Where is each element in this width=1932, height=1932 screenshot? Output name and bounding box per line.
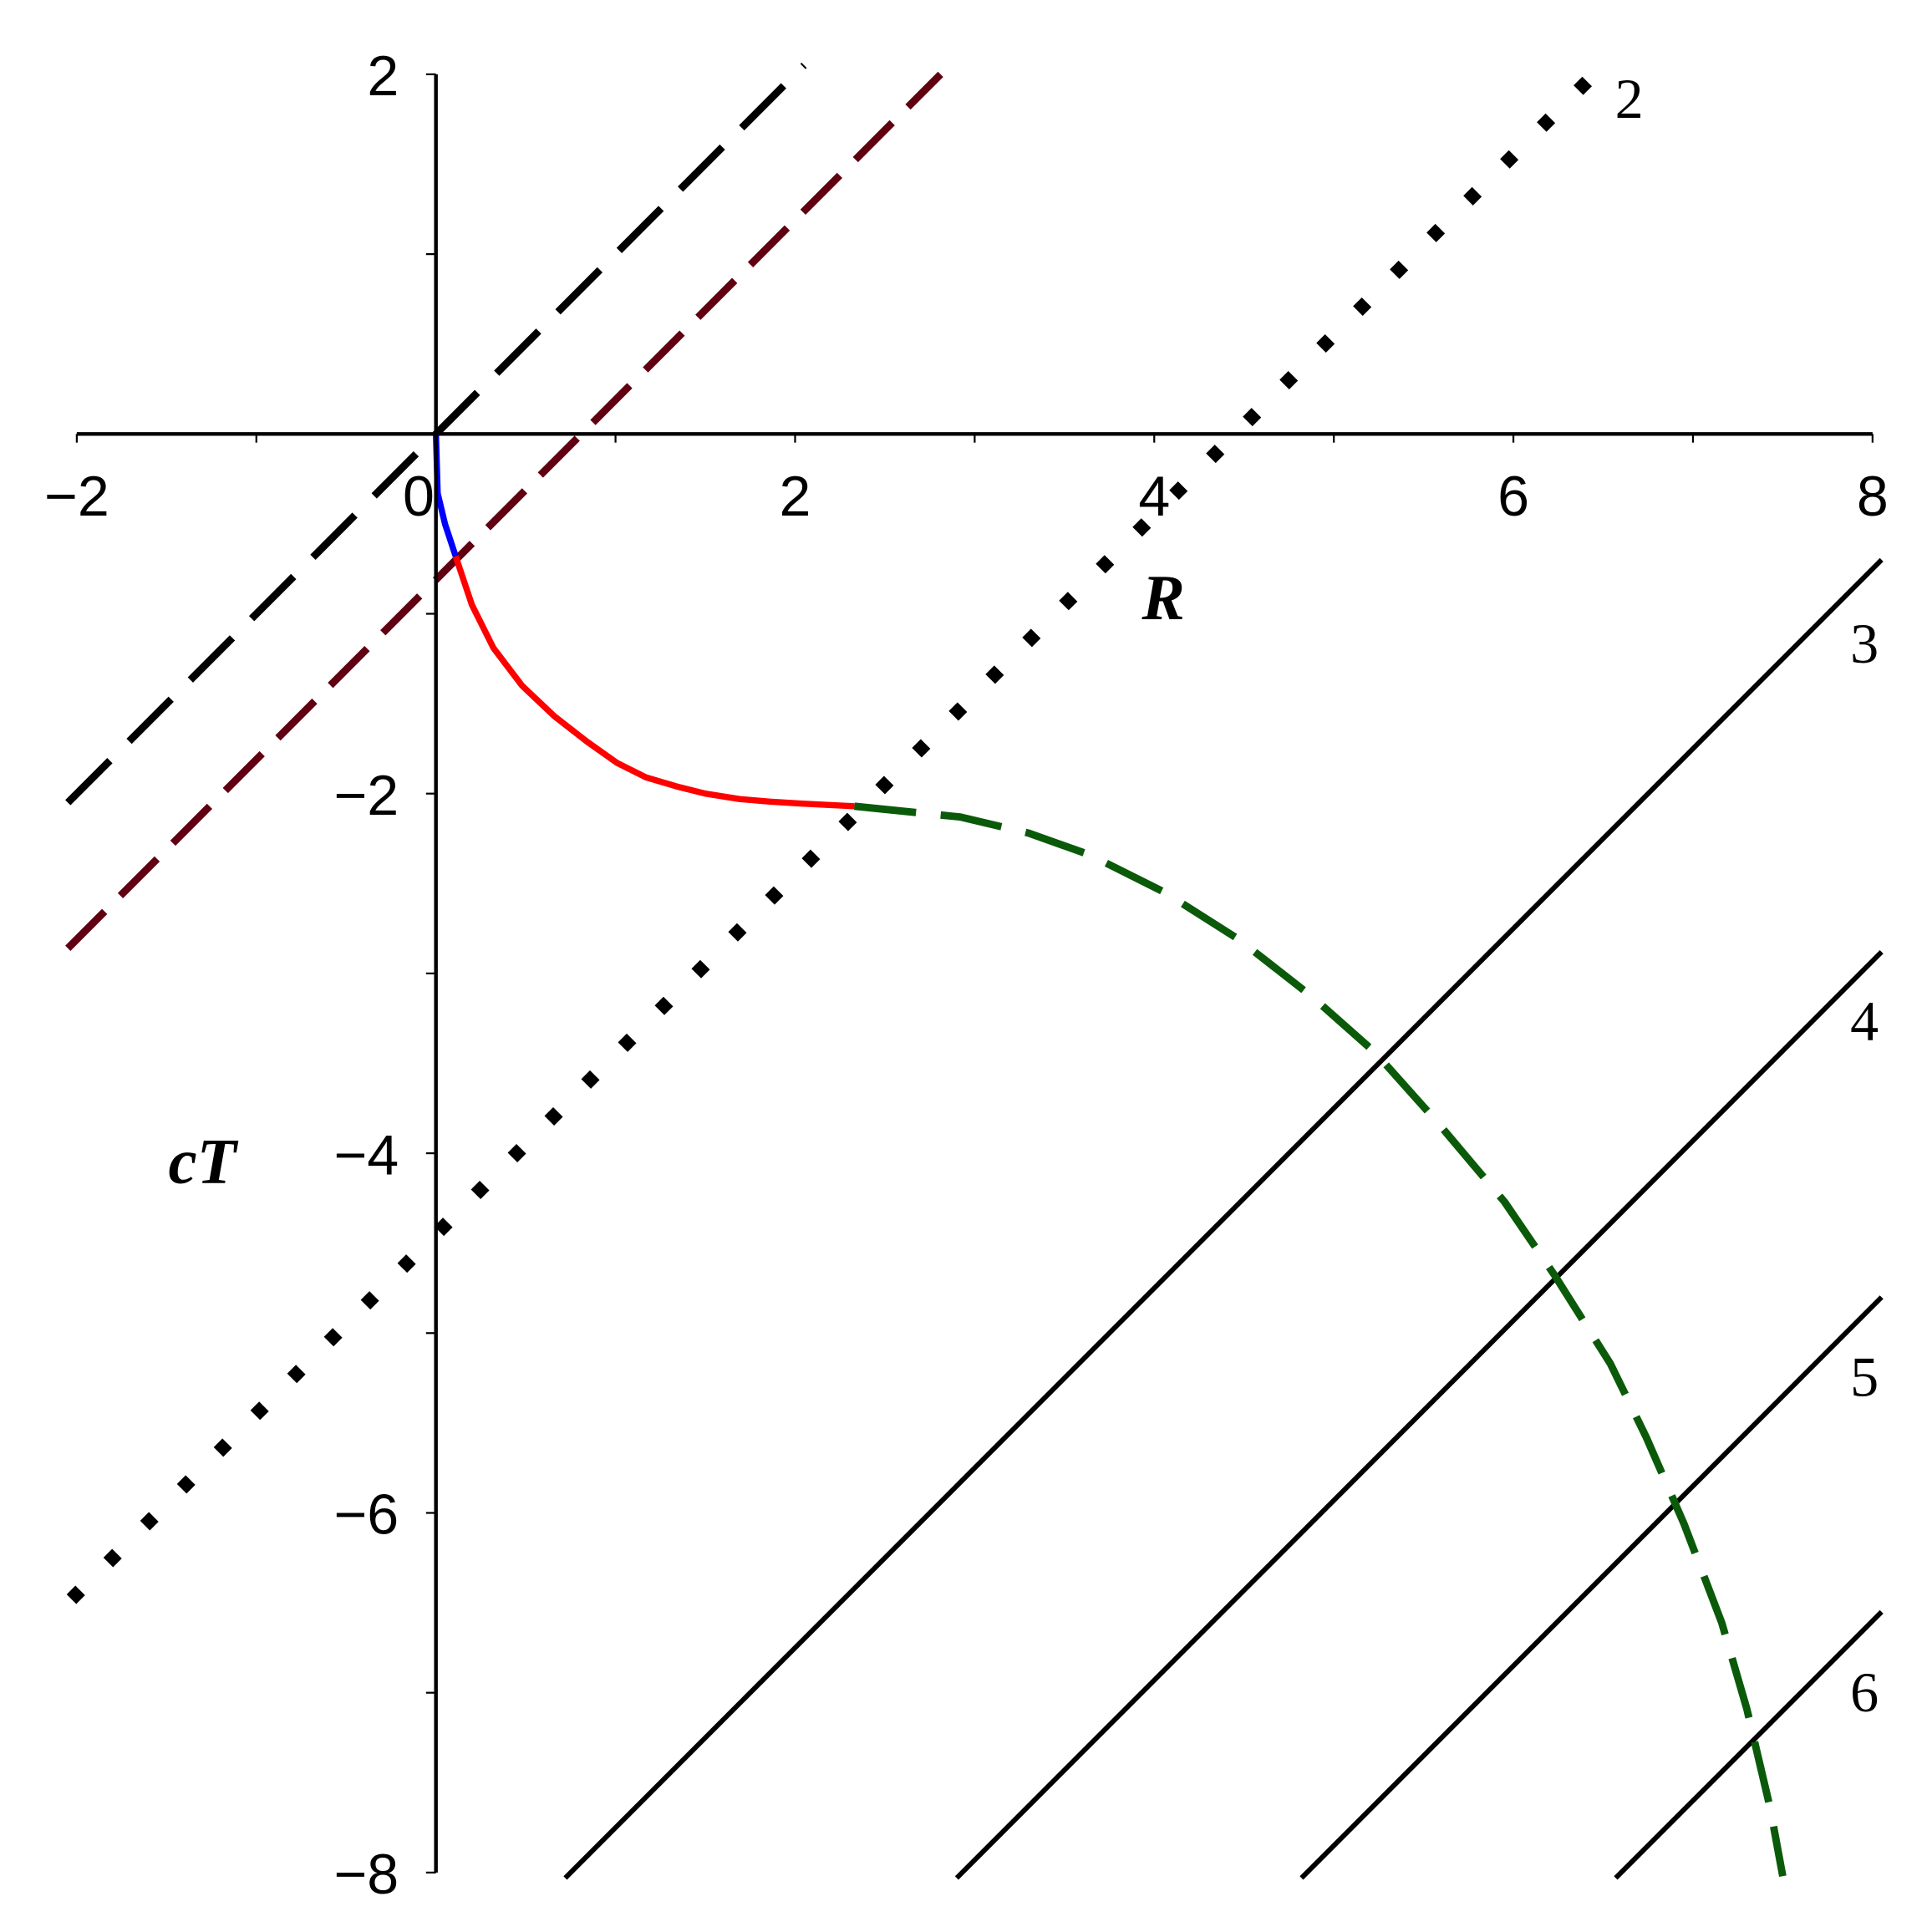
y-tick-label: −8 [334,1843,399,1906]
series-label-3: 3 [1850,612,1879,675]
x-tick-label: 8 [1857,465,1889,528]
y-tick-label: −4 [334,1123,399,1187]
x-tick-label: −2 [44,465,109,528]
x-axis-label: R [1141,562,1184,633]
series-label-4: 4 [1850,989,1879,1053]
series-line-9 [854,802,1787,1877]
x-tick-label: 2 [780,465,811,528]
axes: −2 0 2 4 6 8 2 −2 −4 −6 −8 [44,44,1889,1906]
y-tick-label: 2 [367,44,399,108]
y-axis-label: cT [169,1125,239,1197]
x-tick-label: 4 [1138,465,1170,528]
series-line-4 [954,950,1884,1880]
series-line-5 [1299,1295,1884,1880]
series-line-1 [65,71,943,951]
series-line-2 [66,76,1593,1604]
x-tick-label: 0 [403,465,435,528]
y-tick-label: −6 [334,1483,399,1547]
y-tick-label: −2 [334,764,399,827]
series-label-2: 2 [1615,67,1644,130]
series-layer [65,62,1884,1880]
series-line-8 [452,555,855,810]
series-line-7 [432,434,459,557]
series-label-5: 5 [1850,1345,1879,1408]
series-line-6 [1614,1609,1884,1880]
series-line-3 [563,557,1884,1880]
series-label-6: 6 [1850,1660,1879,1724]
x-tick-label: 6 [1497,465,1529,528]
